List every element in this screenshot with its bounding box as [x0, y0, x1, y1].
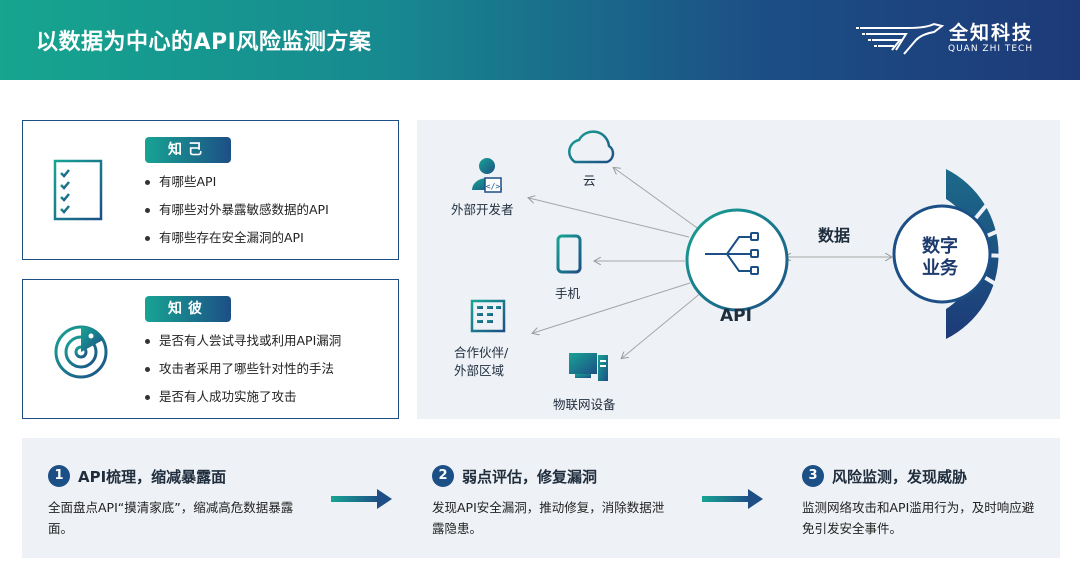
step-description: 全面盘点API“摸清家底”，缩减高危数据暴露面。 [48, 500, 294, 536]
node-label-partner-1: 合作伙伴/ [454, 345, 509, 360]
cloud-icon [568, 130, 615, 164]
arrow-right-icon [331, 489, 392, 509]
page-title: 以数据为中心的API风险监测方案 [36, 30, 372, 55]
list-item: 有哪些API [143, 173, 329, 201]
api-label: API [720, 306, 752, 326]
svg-text:</>: </> [486, 182, 501, 191]
step-number: 3 [802, 465, 824, 487]
diagram-canvas: </> [468, 130, 1042, 381]
checklist-icon [53, 159, 103, 221]
digital-business-node [892, 169, 1042, 339]
know-the-enemy-card: 知彼 是否有人尝试寻找或利用API漏洞 攻击者采用了哪些针对性的手法 是否有人成… [22, 279, 399, 419]
business-label-1: 数字 [922, 236, 958, 257]
step-description: 监测网络攻击和API滥用行为，及时响应避免引发安全事件。 [802, 500, 1035, 536]
radar-icon [54, 325, 108, 379]
step-number: 1 [48, 465, 70, 487]
building-icon [468, 299, 508, 333]
iot-device-icon [569, 353, 608, 381]
company-logo: 全知科技 QUAN ZHI TECH [844, 18, 1044, 62]
developer-icon: </> [472, 158, 502, 193]
list-item: 有哪些存在安全漏洞的API [143, 229, 329, 257]
list-item: 是否有人尝试寻找或利用API漏洞 [143, 332, 341, 360]
link-api-cloud [614, 168, 701, 231]
node-label-iot: 物联网设备 [553, 397, 616, 412]
logo-bird-icon [856, 22, 945, 55]
logo-text-cn: 全知科技 [949, 22, 1034, 44]
business-label-2: 业务 [922, 258, 958, 279]
list-item: 是否有人成功实施了攻击 [143, 388, 341, 416]
step-description: 发现API安全漏洞，推动修复，消除数据泄露隐患。 [432, 500, 665, 536]
phone-icon [556, 234, 582, 274]
know-yourself-card: 知己 有哪些API 有哪些对外暴露敏感数据的API 有哪些存在安全漏洞的API [22, 120, 399, 260]
data-label: 数据 [818, 226, 851, 245]
node-label-cloud: 云 [583, 173, 596, 188]
link-api-iot [622, 291, 703, 358]
badge-know-the-enemy: 知彼 [145, 296, 231, 322]
link-api-partner [533, 282, 691, 333]
link-api-developer [529, 198, 690, 238]
api-node [685, 208, 789, 312]
step-number: 2 [432, 465, 454, 487]
api-data-flow-diagram: </> 云 外部开发者 手机 合作伙伴/ [417, 120, 1060, 419]
node-label-partner-2: 外部区域 [454, 363, 505, 378]
header-banner: 以数据为中心的API风险监测方案 全知科技 QUAN ZHI TECH [0, 0, 1080, 80]
arrow-right-icon [702, 489, 763, 509]
node-label-phone: 手机 [555, 286, 581, 301]
node-label-developer: 外部开发者 [451, 202, 514, 217]
step-title: API梳理，缩减暴露面 [78, 468, 227, 486]
step-title: 风险监测，发现威胁 [832, 468, 968, 486]
know-the-enemy-list: 是否有人尝试寻找或利用API漏洞 攻击者采用了哪些针对性的手法 是否有人成功实施… [143, 332, 341, 416]
know-yourself-list: 有哪些API 有哪些对外暴露敏感数据的API 有哪些存在安全漏洞的API [143, 173, 329, 257]
steps-panel: 1 API梳理，缩减暴露面 全面盘点API“摸清家底”，缩减高危数据暴露面。 2… [22, 438, 1060, 558]
step-title: 弱点评估，修复漏洞 [462, 468, 598, 486]
list-item: 有哪些对外暴露敏感数据的API [143, 201, 329, 229]
badge-know-yourself: 知己 [145, 137, 231, 163]
list-item: 攻击者采用了哪些针对性的手法 [143, 360, 341, 388]
logo-text-en: QUAN ZHI TECH [948, 44, 1034, 54]
